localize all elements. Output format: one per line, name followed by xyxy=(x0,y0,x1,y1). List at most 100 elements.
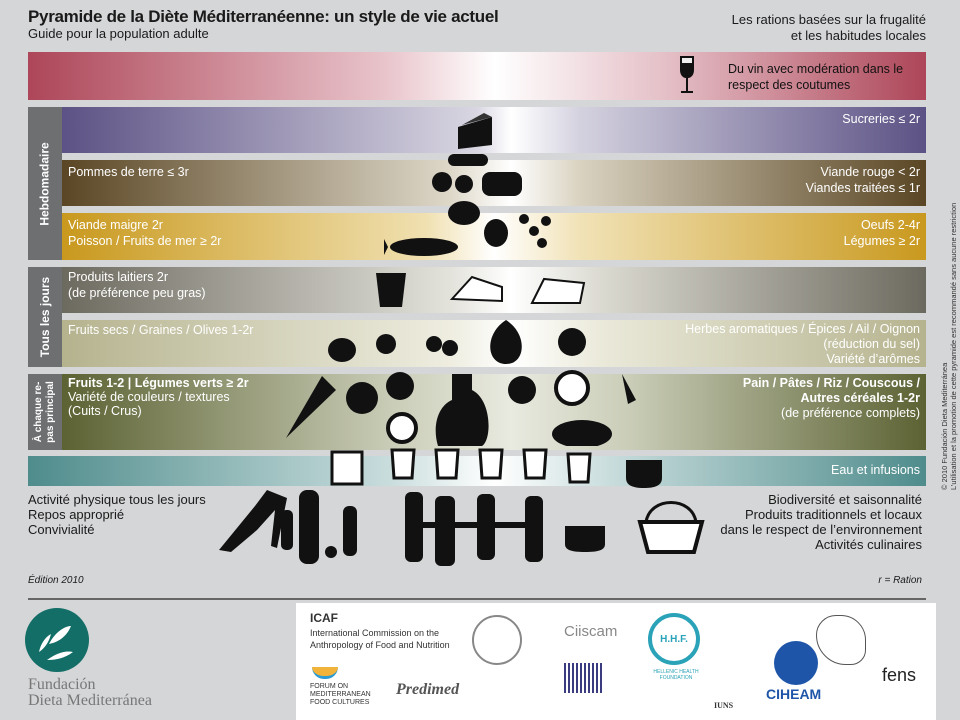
lifestyle-item: Produits traditionnels et locaux xyxy=(744,507,922,522)
band-sweets: Sucreries ≤ 2r xyxy=(62,107,926,153)
lifestyle-left: Activité physique tous les jours Repos a… xyxy=(28,492,206,537)
wine-glass-icon xyxy=(680,56,694,93)
basket-icon xyxy=(637,501,705,554)
copyright-line: L’utilisation et la promotion de cette p… xyxy=(949,202,958,490)
herbs-line: Herbes aromatiques / Épices / Ail / Oign… xyxy=(685,322,920,336)
fens-logo: fens xyxy=(882,665,917,685)
page-subtitle: Guide pour la population adulte xyxy=(28,26,209,41)
meal-line: Fruits 1-2 | Légumes verts ≥ 2r xyxy=(68,376,249,390)
people-activity-icon xyxy=(219,490,605,566)
band-water: Eau et infusions xyxy=(28,448,926,488)
meat-line: Viandes traitées ≤ 1r xyxy=(805,181,920,195)
tagline-line: Les rations basées sur la frugalité xyxy=(731,12,926,27)
edition-label: Édition 2010 xyxy=(28,575,84,586)
lifestyle-item: Biodiversité et saisonnalité xyxy=(768,492,922,507)
meal-line: Pain / Pâtes / Riz / Couscous / xyxy=(742,376,920,390)
nuts-olives-onion-icon xyxy=(328,320,586,364)
protein-line: Poisson / Fruits de mer ≥ 2r xyxy=(68,234,222,248)
lifestyle-right: Biodiversité et saisonnalité Produits tr… xyxy=(720,492,922,552)
band-nuts: Fruits secs / Graines / Olives 1-2r Herb… xyxy=(62,320,926,367)
meal-line: (Cuits / Crus) xyxy=(68,404,142,418)
cereals-text: Pain / Pâtes / Riz / Couscous /Autres cé… xyxy=(743,376,920,421)
hebrew-univ-logo xyxy=(564,663,604,693)
lifestyle-item: Repos approprié xyxy=(28,507,125,522)
protein-line: Oeufs 2-4r xyxy=(860,218,920,232)
nuts-text: Fruits secs / Graines / Olives 1-2r xyxy=(68,323,254,337)
hhf-logo: H.H.F. xyxy=(648,613,700,665)
meal-line: Autres céréales 1-2r xyxy=(800,391,920,405)
lifestyle-item: Activités culinaires xyxy=(815,537,922,552)
page-title: Pyramide de la Diète Méditerranéenne: un… xyxy=(28,7,499,26)
dairy-line: (de préférence peu gras) xyxy=(68,286,206,300)
ration-legend: r = Ration xyxy=(878,575,922,586)
africa-map-logo xyxy=(816,615,866,665)
lifestyle-item: Activité physique tous les jours xyxy=(28,492,206,507)
univpm-seal xyxy=(472,615,522,665)
wine-band: Du vin avec modération dans le respect de… xyxy=(28,52,926,100)
ciheam-logo: CIHEAM xyxy=(766,686,822,702)
lifestyle-item: Convivialité xyxy=(28,522,95,537)
meat-line: Viande rouge < 2r xyxy=(820,165,921,179)
forum-logo: FORUM ON MEDITERRANEAN FOOD CULTURES xyxy=(310,683,371,706)
protein-left-text: Viande maigre 2r Poisson / Fruits de mer … xyxy=(68,217,221,249)
icaf-logo: ICAF xyxy=(310,611,338,625)
group-weekly: Hebdomadaire xyxy=(28,107,62,260)
hhf-text: H.H.F. xyxy=(660,633,688,645)
fruits-oil-bread-icon xyxy=(286,370,636,446)
band-meat: Pommes de terre ≤ 3r Viande rouge < 2r Vi… xyxy=(62,154,926,206)
forum-wave xyxy=(312,667,338,679)
group-label: Tous les jours xyxy=(38,276,52,358)
copyright-vertical: © 2010 Fundación Dieta Mediterránea L’ut… xyxy=(940,150,958,490)
meat-icon xyxy=(432,154,522,196)
tagline-line: et les habitudes locales xyxy=(790,28,926,43)
group-label-line: À chaque re- xyxy=(33,381,44,443)
group-label: Hebdomadaire xyxy=(38,141,53,226)
divider xyxy=(28,598,926,600)
cake-icon xyxy=(458,113,492,149)
hhf-name: HELLENIC HEALTH FOUNDATION xyxy=(653,669,699,681)
wine-line: respect des coutumes xyxy=(728,78,851,92)
meat-left-text: Pommes de terre ≤ 3r xyxy=(68,165,189,179)
fundacion-line: Dieta Mediterránea xyxy=(28,692,152,709)
group-meal: À chaque re-pas principal xyxy=(28,374,62,450)
ciiscam-logo: Ciiscam xyxy=(564,623,618,640)
lifestyle-item: dans le respect de l’environnement xyxy=(720,522,922,537)
protein-line: Légumes ≥ 2r xyxy=(843,234,920,248)
ciheam-emblem xyxy=(774,641,818,685)
protein-line: Viande maigre 2r xyxy=(68,218,163,232)
dairy-icon xyxy=(376,273,586,307)
group-daily: Tous les jours xyxy=(28,267,62,367)
fundacion-logo xyxy=(25,608,89,672)
sweets-text: Sucreries ≤ 2r xyxy=(842,112,920,126)
group-label-line: pas principal xyxy=(45,381,56,443)
leaves-icon xyxy=(39,626,73,660)
band-protein: Viande maigre 2r Poisson / Fruits de mer … xyxy=(62,201,926,260)
herbs-text: Herbes aromatiques / Épices / Ail / Oign… xyxy=(685,322,920,367)
fish-chicken-egg-icon xyxy=(384,201,551,256)
wine-text: Du vin avec modération dans le respect de… xyxy=(728,61,903,93)
meal-line: Variété de couleurs / textures xyxy=(68,390,230,404)
icaf-line: International Commission on the xyxy=(310,628,440,638)
herbs-line: (réduction du sel) xyxy=(823,337,920,351)
iuns-logo: IUNS xyxy=(714,701,734,710)
water-text: Eau et infusions xyxy=(831,463,920,477)
copyright-line: © 2010 Fundación Dieta Mediterránea xyxy=(940,362,949,490)
icaf-line: Anthropology of Food and Nutrition xyxy=(310,640,450,650)
predimed-logo: Predimed xyxy=(396,681,460,698)
meal-line: (de préférence complets) xyxy=(781,406,920,420)
water-glasses-icon xyxy=(330,448,662,488)
wine-line: Du vin avec modération dans le xyxy=(728,62,904,76)
group-label: À chaque re-pas principal xyxy=(33,381,57,443)
dairy-line: Produits laitiers 2r xyxy=(68,270,169,284)
herbs-line: Variété d’arômes xyxy=(826,352,920,366)
fundacion-line: Fundación xyxy=(28,676,96,693)
band-dairy: Produits laitiers 2r (de préférence peu g… xyxy=(62,267,926,313)
dairy-text: Produits laitiers 2r (de préférence peu g… xyxy=(68,269,206,301)
